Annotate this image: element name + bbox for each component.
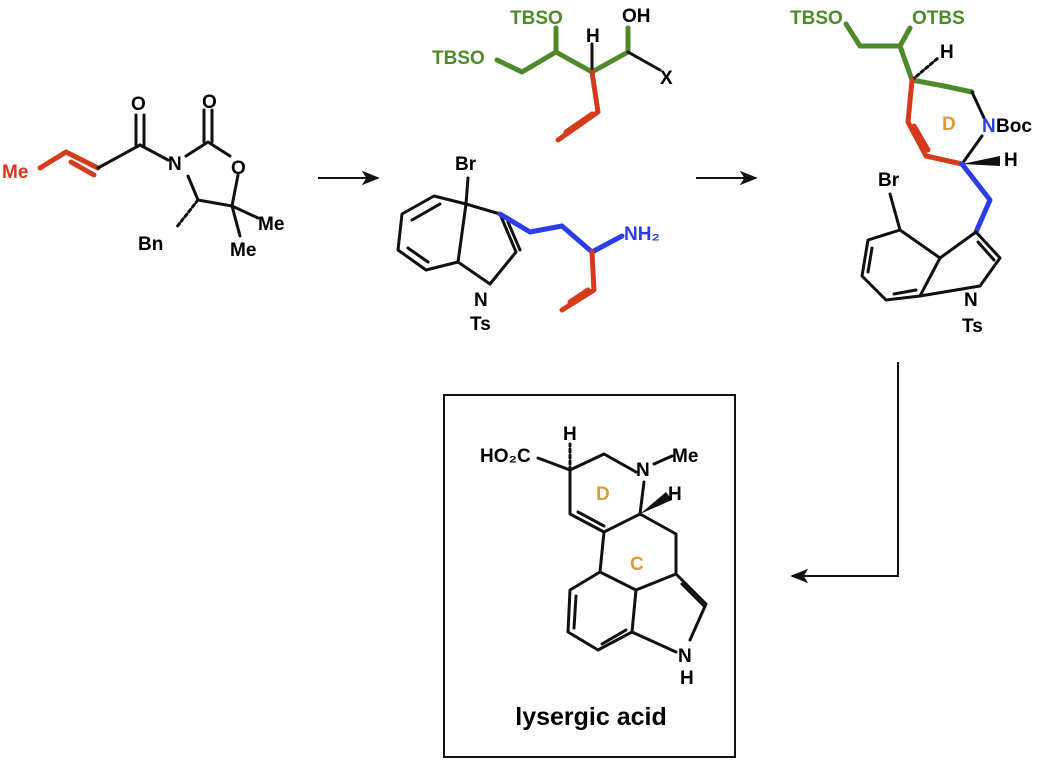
- product-box: [443, 394, 736, 758]
- n-c-bond: [638, 480, 646, 516]
- bromine-label: Br: [455, 154, 477, 175]
- green-chain: [494, 25, 631, 75]
- compound-2-aldehyde-fragment: TBSO TBSO X OH H: [432, 6, 673, 143]
- indole-pyrrole-double-bond: [506, 220, 522, 252]
- indole-nh-h-label: H: [680, 668, 694, 689]
- indole-pyrrole-double-bond: [976, 240, 996, 262]
- vinyl-double-bond: [563, 111, 595, 135]
- indole-nh-n-label: N: [678, 646, 692, 667]
- indole-benzene-double-bonds: [406, 202, 442, 264]
- benzyl-label: Bn: [138, 234, 163, 255]
- ring-c-bonds: [598, 512, 678, 576]
- c-br-bond: [464, 176, 470, 206]
- amine-label: NH₂: [624, 224, 660, 245]
- crotonyl-double-bond: [68, 159, 97, 178]
- ring-c-label: C: [630, 554, 644, 575]
- otbs-label: OTBS: [912, 8, 965, 29]
- compound-1-oxazolidinone: Me O N O O Bn Me Me: [2, 92, 284, 261]
- nitrogen-label: N: [636, 460, 650, 481]
- tosyl-label: Ts: [962, 316, 983, 337]
- vinyl-chain: [555, 69, 601, 143]
- acyl-carbonyl-bond: [134, 113, 146, 147]
- indole-benzene-ring: [860, 228, 942, 302]
- c-x-bond: [626, 50, 662, 72]
- ring-carbonyl-bond: [202, 108, 214, 144]
- compound-3-piperidine: TBSO OTBS H N Boc D H Br N Ts: [790, 8, 1032, 337]
- x-label: X: [660, 68, 673, 89]
- pyrrole-double-bond: [680, 582, 706, 608]
- gem-dimethyl-bonds: [230, 204, 260, 238]
- h-label-mid: H: [1004, 150, 1018, 171]
- lysergic-acid-structure: HO₂C H N Me D H C N H lysergic acid: [480, 424, 708, 731]
- boc-nitrogen-label: N: [982, 116, 996, 137]
- acyl-oxygen-label: O: [131, 94, 146, 115]
- acyl-n-bond: [138, 143, 170, 162]
- tbso-label-a: TBSO: [510, 8, 563, 29]
- pyrrole-ring: [630, 572, 708, 654]
- indole-pyrrole-ring: [456, 202, 518, 286]
- hydroxyl-label: OH: [622, 6, 651, 27]
- benzene-ring: [566, 570, 638, 652]
- compound-2-tryptamine-fragment: Br N Ts NH₂: [396, 154, 660, 335]
- boc-label: Boc: [996, 116, 1032, 137]
- ring-d-bonds: [568, 452, 642, 534]
- red-ring-bonds: [905, 77, 965, 167]
- methyl-label: Me: [2, 162, 28, 183]
- h-label-top: H: [563, 424, 577, 445]
- crotonyl-bonds: [37, 149, 101, 171]
- carboxylic-acid-label: HO₂C: [480, 446, 531, 467]
- indole-nitrogen-label: N: [964, 290, 978, 311]
- reaction-arrow-3: [790, 362, 899, 584]
- indole-benzene-double-bonds: [866, 246, 918, 296]
- tbso-label: TBSO: [790, 8, 843, 29]
- n-methyl-bond: [652, 454, 674, 466]
- green-chain: [843, 21, 975, 95]
- acyl-bond: [96, 143, 142, 170]
- wedge-h-bond: [962, 156, 1000, 166]
- allyl-chain: [559, 249, 597, 313]
- methyl-label-a: Me: [258, 214, 284, 235]
- blue-side-chain: [497, 211, 625, 255]
- bromine-label: Br: [878, 170, 900, 191]
- stereo-h-label: H: [586, 26, 600, 47]
- ring-c-n-bond: [970, 90, 986, 120]
- ring-oxygen-label: O: [231, 158, 246, 179]
- benzyl-hashed-bond: [174, 198, 200, 230]
- ring-n-bond: [960, 134, 984, 166]
- ring-d-label: D: [596, 484, 610, 505]
- tosyl-label: Ts: [470, 314, 491, 335]
- methyl-label-b: Me: [230, 240, 256, 261]
- tbso-label-b: TBSO: [432, 48, 485, 69]
- allyl-double-bond: [567, 287, 591, 305]
- carbonyl-oxygen-label: O: [202, 92, 217, 113]
- h-label-top: H: [940, 42, 954, 63]
- ring-nitrogen-label: N: [168, 154, 182, 175]
- c-br-bond: [888, 192, 902, 232]
- ring-d-label: D: [942, 114, 956, 135]
- indole-nitrogen-label: N: [474, 290, 488, 311]
- blue-linker: [959, 161, 993, 235]
- product-name: lysergic acid: [515, 703, 666, 731]
- hashed-h-bond: [910, 56, 940, 82]
- acid-bond: [536, 456, 572, 472]
- indole-pyrrole-ring: [918, 230, 1002, 298]
- benzene-double-bonds: [572, 594, 628, 646]
- red-ring-double-bond: [911, 123, 931, 153]
- h-label-mid: H: [668, 484, 682, 505]
- ring-d-double-bond: [576, 510, 606, 528]
- wedge-h-bond: [640, 492, 672, 514]
- oxazolidinone-ring: [184, 140, 240, 208]
- methyl-label: Me: [672, 446, 698, 467]
